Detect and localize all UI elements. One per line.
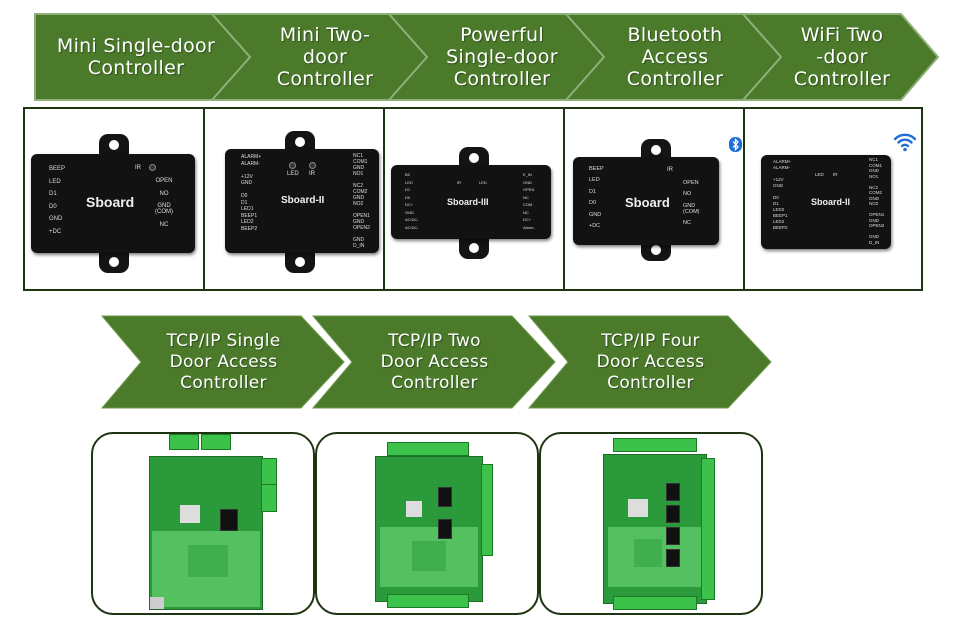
terminal-block (201, 434, 231, 450)
device-cell-wifi: Sboard-II ALARM+ ALARM- +12V GND D0 D1 L… (745, 109, 921, 289)
ir-label: IR (457, 180, 461, 185)
terminal-block (387, 442, 469, 456)
pin-labels-right: NC1 COM1 GND NO1 NC2 COM2 GND NO2 OPEN1 … (353, 153, 370, 249)
terminal-block (261, 484, 277, 512)
controller-device: Sboard-II ALARM+ ALARM- +12V GND D0 D1 L… (761, 155, 891, 249)
ir-label: IR (667, 167, 673, 173)
device-brand: Sboard-II (811, 197, 851, 207)
device-brand: Sboard (625, 195, 670, 210)
pin-labels-right: E_IN GND OPEN NC COM NC DC+ Alarm- (523, 172, 535, 230)
pin-labels-right: NC1 COM1 GND NO1 NC2 COM2 GND NO2 OPEN1 … (869, 157, 885, 245)
chevron-powerful-single-door: Powerful Single-door Controller (387, 12, 612, 102)
terminal-block (169, 434, 199, 450)
device-cell-mini-two: Sboard-II ALARM+ ALARM- +12V GND D0 D1 L… (205, 109, 385, 289)
pin-labels-left: ALARM+ ALARM- +12V GND D0 D1 LED1 BEEP1 … (241, 154, 262, 232)
pcb-board (149, 456, 263, 610)
chevron-label: TCP/IP Single Door Access Controller (166, 331, 281, 393)
pin-labels-left: BEEP LED D1 D0 GND +DC (49, 166, 66, 235)
controller-device: Sboard-II ALARM+ ALARM- +12V GND D0 D1 L… (225, 149, 379, 253)
terminal-block (387, 594, 469, 608)
device-cell-powerful-single: Sboard-III BZ LED D1 D0 DC+ GND AC/DC- A… (385, 109, 565, 289)
chevron-tcpip-single-door: TCP/IP Single Door Access Controller (101, 315, 346, 410)
controller-device: Sboard BEEP LED D1 D0 GND +DC OPEN NO GN… (31, 154, 195, 253)
ir-label: IR (833, 172, 838, 177)
chevron-label: Bluetooth Access Controller (626, 24, 724, 90)
chevron-tcpip-two-door: TCP/IP Two Door Access Controller (312, 315, 557, 410)
pin-labels-right: OPEN NO GND (COM) NC (683, 180, 700, 226)
chevron-mini-single-door: Mini Single-door Controller (33, 12, 258, 102)
pcb-card-four (539, 432, 763, 615)
chevron-wifi-two-door: WiFi Two -door Controller (741, 12, 941, 102)
pcb-card-single (91, 432, 315, 615)
chevron-label: Mini Single-door Controller (56, 35, 216, 79)
chevron-tcpip-four-door: TCP/IP Four Door Access Controller (528, 315, 773, 410)
device-strip: Sboard BEEP LED D1 D0 GND +DC OPEN NO GN… (23, 107, 923, 291)
device-brand: Sboard (86, 194, 135, 210)
terminal-block (701, 458, 715, 600)
mount-tab (641, 139, 671, 161)
terminal-block (261, 458, 277, 486)
device-cell-bluetooth: Sboard BEEP LED D1 D0 GND +DC OPEN NO GN… (565, 109, 745, 289)
mount-tab (459, 237, 489, 259)
device-brand: Sboard-II (281, 195, 325, 206)
pcb-card-two (315, 432, 539, 615)
mount-tab (99, 251, 129, 273)
pin-labels-right: OPEN NO GND (COM) NC (155, 178, 173, 229)
device-brand: Sboard-III (447, 197, 489, 207)
chevron-label: WiFi Two -door Controller (793, 24, 891, 90)
pin-labels-left: BEEP LED D1 D0 GND +DC (589, 166, 604, 230)
chevron-label: TCP/IP Four Door Access Controller (596, 331, 705, 393)
pcb-board (375, 456, 483, 602)
led-label: LED (287, 171, 299, 177)
controller-device: Sboard BEEP LED D1 D0 GND +DC OPEN NO GN… (573, 157, 719, 245)
ir-label: IR (309, 171, 315, 177)
chevron-label: Mini Two- door Controller (276, 24, 374, 90)
pin-labels-left: BZ LED D1 D0 DC+ GND AC/DC- AC/DC- (405, 172, 419, 230)
mount-tab (99, 134, 129, 156)
ir-label: IR (135, 165, 141, 171)
chevron-mini-two-door: Mini Two- door Controller (210, 12, 435, 102)
device-cell-mini-single: Sboard BEEP LED D1 D0 GND +DC OPEN NO GN… (25, 109, 205, 289)
wifi-icon (893, 131, 917, 153)
mount-tab (285, 251, 315, 273)
chevron-label: TCP/IP Two Door Access Controller (380, 331, 489, 393)
chevron-label: Powerful Single-door Controller (446, 24, 558, 90)
mount-tab (285, 131, 315, 153)
chevron-bluetooth-access: Bluetooth Access Controller (564, 12, 789, 102)
terminal-block (613, 596, 697, 610)
mount-tab (459, 147, 489, 169)
led-label: LED (479, 180, 487, 185)
bluetooth-icon (729, 137, 742, 152)
led-label: LED (815, 172, 824, 177)
terminal-block (613, 438, 697, 452)
pcb-board (603, 454, 707, 604)
pin-labels-left: ALARM+ ALARM- +12V GND D0 D1 LED2 BEEP1 … (773, 159, 792, 230)
controller-device: Sboard-III BZ LED D1 D0 DC+ GND AC/DC- A… (391, 165, 551, 239)
terminal-block (481, 464, 493, 556)
